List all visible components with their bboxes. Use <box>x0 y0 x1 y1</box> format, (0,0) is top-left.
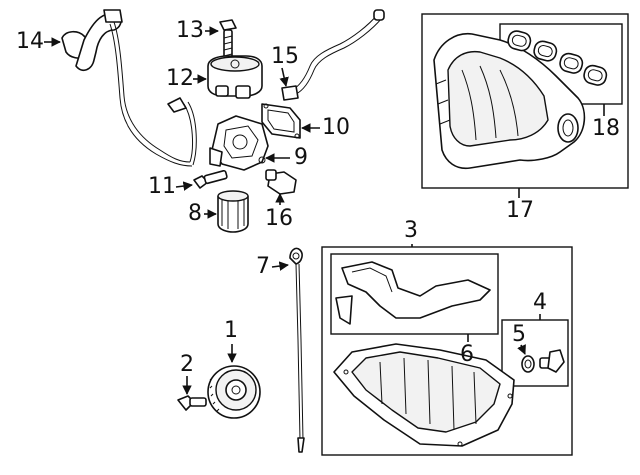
callout-5: 5 <box>512 322 526 347</box>
oil-pan <box>333 343 515 447</box>
drain-plug <box>539 349 565 373</box>
callout-16: 16 <box>265 206 293 231</box>
pcv-hose <box>61 9 197 167</box>
callout-11: 11 <box>148 174 176 199</box>
dipstick <box>289 247 305 453</box>
callout-18: 18 <box>592 116 620 141</box>
oil-cooler <box>207 55 263 99</box>
bolt-13 <box>219 19 237 63</box>
callout-12: 12 <box>166 66 194 91</box>
hose-15 <box>281 9 385 101</box>
callout-17: 17 <box>506 198 534 223</box>
bolt-2 <box>177 395 207 411</box>
callout-4: 4 <box>533 290 547 315</box>
callout-8: 8 <box>188 201 202 226</box>
callout-6: 6 <box>460 342 474 367</box>
oil-pressure-sensor <box>265 169 297 195</box>
intake-manifold-frame <box>421 13 629 189</box>
intake-manifold <box>433 33 586 170</box>
oil-filter-adapter <box>209 115 269 171</box>
drain-plug-washer <box>521 355 535 373</box>
callout-9: 9 <box>294 145 308 170</box>
callout-10: 10 <box>322 115 350 140</box>
oil-pan-baffle <box>335 261 491 325</box>
callout-2: 2 <box>180 352 194 377</box>
bolt-11 <box>193 169 228 189</box>
drain-plug-frame <box>501 319 569 387</box>
pan-gasket-frame <box>330 253 499 335</box>
callout-7: 7 <box>256 254 270 279</box>
crankshaft-pulley <box>207 365 261 419</box>
callout-13: 13 <box>176 18 204 43</box>
callout-1: 1 <box>224 318 238 343</box>
callout-14: 14 <box>16 29 44 54</box>
callout-15: 15 <box>271 44 299 69</box>
callout-3: 3 <box>404 218 418 243</box>
manifold-gaskets <box>507 30 608 86</box>
oil-filter <box>217 190 249 233</box>
cooler-gasket <box>261 103 301 139</box>
oil-pan-frame <box>321 246 573 456</box>
